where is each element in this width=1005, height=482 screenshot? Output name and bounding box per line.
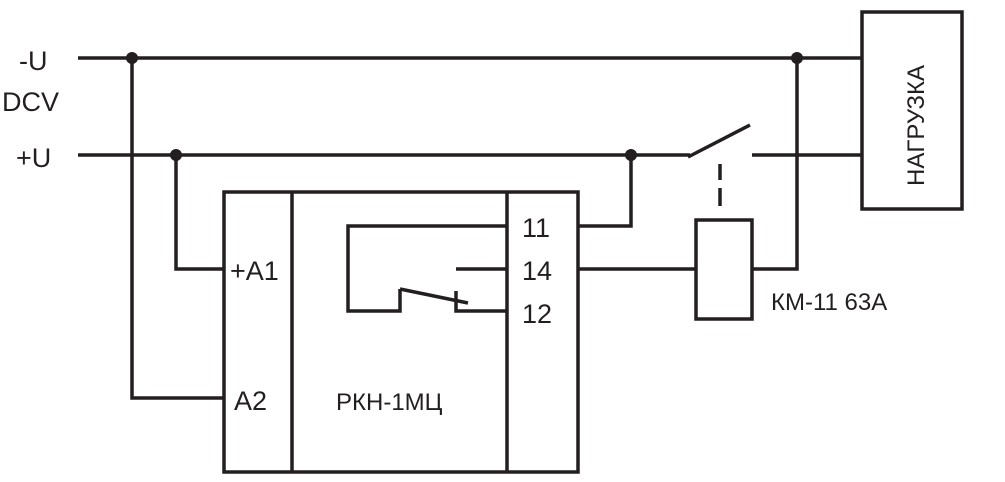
terminal-a1-label: +A1 — [230, 256, 279, 286]
terminal-a2-label: A2 — [234, 386, 267, 416]
contactor-main-contact — [687, 123, 751, 159]
neg-supply-label: -U — [19, 46, 48, 76]
terminal-12-label: 12 — [522, 299, 552, 329]
load-label: НАГРУЗКА — [903, 65, 930, 186]
wire-coil-to-neg — [752, 58, 799, 271]
relay-name-label: РКН-1МЦ — [336, 389, 443, 416]
wire-neg-to-a2 — [130, 58, 224, 400]
relay-common-wire — [346, 224, 507, 313]
contactor-name-label: КМ-11 63А — [771, 289, 887, 316]
supply-type-label: DCV — [2, 87, 59, 117]
wire-pos-to-11 — [578, 155, 633, 228]
load-box — [860, 10, 964, 211]
contactor-coil — [694, 218, 754, 321]
relay-nc-contact-wire — [454, 291, 507, 313]
terminal-11-label: 11 — [522, 213, 550, 243]
relay-moving-contact — [399, 287, 469, 305]
wire-pos-to-a1 — [174, 155, 224, 271]
relay-housing — [222, 190, 580, 474]
pos-supply-label: +U — [16, 143, 51, 173]
terminal-14-label: 14 — [522, 256, 552, 286]
